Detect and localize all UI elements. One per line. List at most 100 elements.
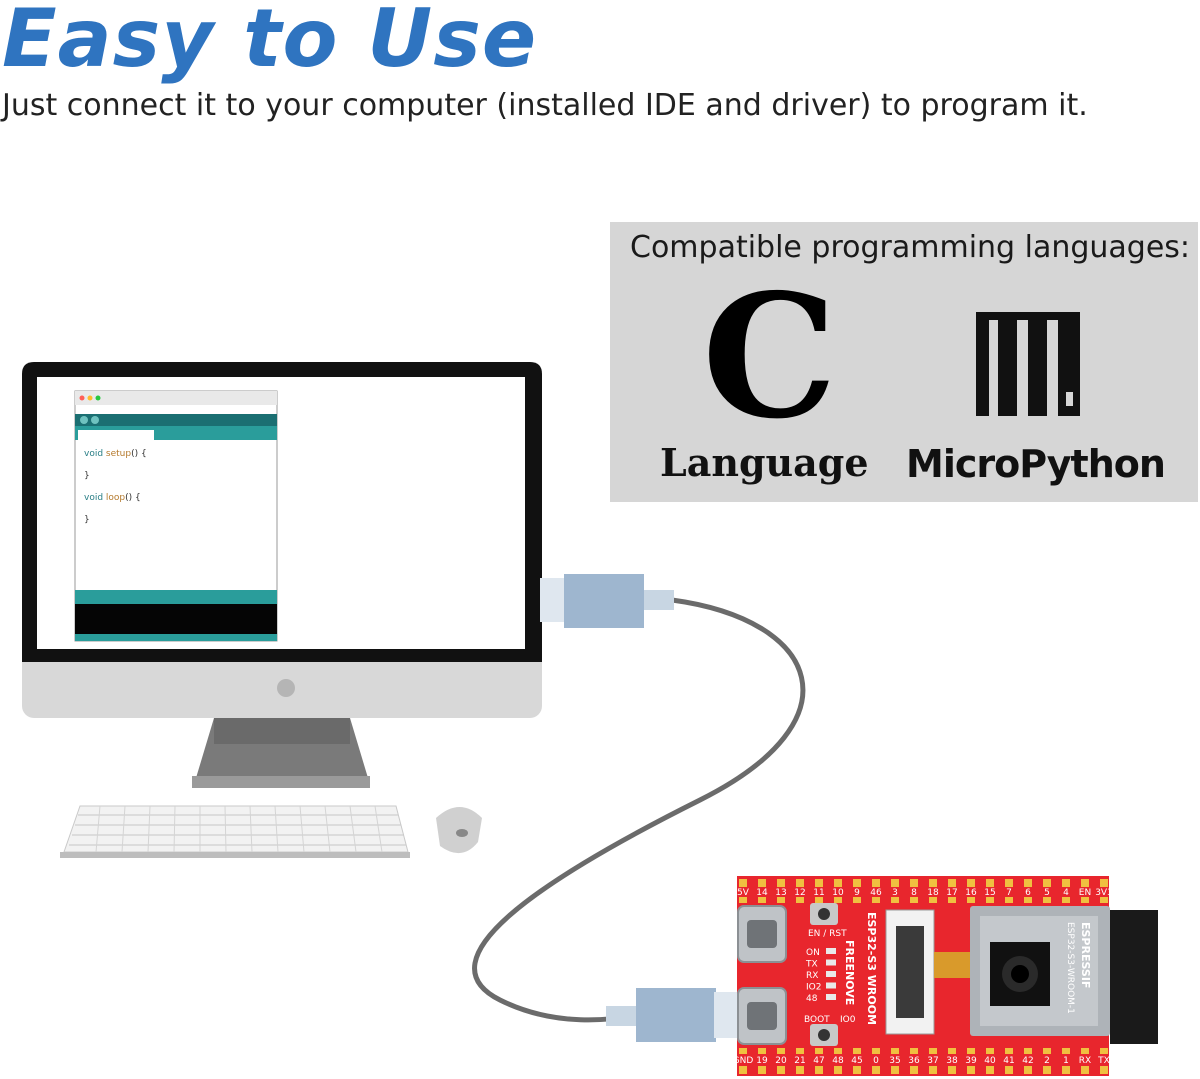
top-pin-label: 3 — [892, 888, 898, 898]
pin-pad — [815, 1066, 823, 1074]
led-icon — [826, 994, 836, 1000]
pin-pad — [967, 897, 975, 903]
pin-pad — [834, 879, 842, 887]
top-pin-label: 7 — [1006, 888, 1012, 898]
top-pin-label: 13 — [775, 888, 786, 898]
pin-pad — [967, 879, 975, 887]
upload-icon — [91, 416, 99, 424]
led-icon — [826, 959, 836, 966]
page-title: Easy to Use — [2, 0, 538, 85]
led-label: TX — [805, 960, 818, 970]
bottom-pin-label: 20 — [775, 1056, 787, 1066]
top-pin-label: 11 — [813, 888, 824, 898]
bottom-pin-label: RX — [1079, 1056, 1091, 1066]
svg-text:void setup() {: void setup() { — [84, 449, 147, 459]
ide-window: void setup() { } void loop() { } — [74, 390, 278, 642]
pin-pad — [1005, 1066, 1013, 1074]
chip-name-label: ESP32-S3 WROOM — [865, 912, 878, 1025]
languages-panel: Compatible programming languages: C Lang… — [610, 222, 1198, 502]
pin-pad — [758, 879, 766, 887]
pin-pad — [1024, 897, 1032, 903]
top-pin-label: 16 — [965, 888, 977, 898]
pin-pad — [1043, 897, 1051, 903]
module-brand-label: ESPRESSIF — [1079, 922, 1092, 988]
bottom-pin-label: 2 — [1044, 1056, 1050, 1066]
c-language-label: Language — [660, 440, 869, 485]
pin-pad — [1100, 897, 1108, 903]
pin-pad — [758, 1048, 766, 1054]
pin-pad — [853, 1048, 861, 1054]
top-pin-label: 17 — [946, 888, 957, 898]
pin-pad — [1081, 879, 1089, 887]
pin-pad — [986, 897, 994, 903]
en-rst-label: EN / RST — [808, 929, 847, 939]
pin-pad — [1043, 1048, 1051, 1054]
pin-pad — [834, 1066, 842, 1074]
code-text: () { — [125, 493, 141, 503]
bottom-pin-label: 47 — [813, 1056, 824, 1066]
usb-connector-bottom — [606, 988, 738, 1042]
usb-connector-top — [540, 574, 674, 628]
top-pin-label: 15 — [984, 888, 995, 898]
pin-pad — [929, 879, 937, 887]
svg-text:void loop() {: void loop() { — [84, 493, 141, 503]
top-pin-label: 6 — [1025, 888, 1031, 898]
pin-pad — [815, 897, 823, 903]
led-icon — [826, 971, 836, 977]
pin-pad — [1100, 879, 1108, 887]
top-pin-label: 5 — [1044, 888, 1050, 898]
pin-pad — [1081, 1066, 1089, 1074]
pin-pad — [1081, 1048, 1089, 1054]
bottom-pin-label: 37 — [927, 1056, 938, 1066]
pin-pad — [1005, 897, 1013, 903]
pin-pad — [1024, 1066, 1032, 1074]
led-label: 48 — [806, 994, 818, 1004]
pin-pad — [1062, 1048, 1070, 1054]
pin-pad — [1024, 1048, 1032, 1054]
pin-pad — [910, 897, 918, 903]
pin-pad — [796, 1066, 804, 1074]
bottom-pin-label: 1 — [1063, 1056, 1069, 1066]
pin-pad — [796, 879, 804, 887]
code-keyword: void — [84, 449, 103, 459]
pin-pad — [758, 1066, 766, 1074]
pin-pad — [853, 1066, 861, 1074]
code-function: loop — [106, 493, 126, 503]
pin-pad — [948, 1066, 956, 1074]
pin-pad — [1081, 897, 1089, 903]
pin-pad — [1062, 897, 1070, 903]
pin-pad — [739, 897, 747, 903]
bottom-pin-label: 0 — [873, 1056, 879, 1066]
pin-pad — [758, 897, 766, 903]
micropython-logo-icon — [976, 312, 1080, 416]
pin-pad — [929, 897, 937, 903]
pin-pad — [986, 1066, 994, 1074]
pin-pad — [777, 897, 785, 903]
bottom-pin-label: 42 — [1022, 1056, 1033, 1066]
code-text: () { — [131, 449, 147, 459]
pin-pad — [815, 1048, 823, 1054]
top-pin-label: 14 — [756, 888, 768, 898]
top-pin-label: 12 — [794, 888, 805, 898]
pin-pad — [891, 1048, 899, 1054]
pin-pad — [739, 879, 747, 887]
pin-pad — [929, 1048, 937, 1054]
bottom-pin-label: TX — [1097, 1056, 1110, 1066]
keyboard — [60, 805, 410, 858]
led-icon — [826, 982, 836, 989]
page-subtitle: Just connect it to your computer (instal… — [2, 88, 1088, 123]
top-pin-label: 18 — [927, 888, 939, 898]
code-line: } — [84, 471, 90, 481]
window-maximize-icon — [95, 395, 101, 401]
pin-pad — [853, 897, 861, 903]
top-pin-label: 46 — [870, 888, 882, 898]
bottom-pin-label: 39 — [965, 1056, 977, 1066]
pin-pad — [910, 879, 918, 887]
pin-pad — [815, 879, 823, 887]
led-label: IO2 — [806, 983, 821, 993]
pin-pad — [853, 879, 861, 887]
pin-pad — [910, 1048, 918, 1054]
led-icon — [826, 948, 836, 954]
